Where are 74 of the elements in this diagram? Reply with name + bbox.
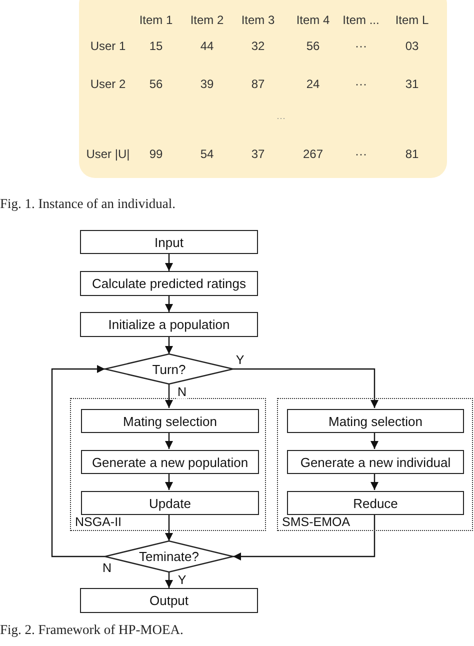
table-cell: 81 <box>405 147 419 161</box>
arrow <box>165 572 173 588</box>
group-label: NSGA-II <box>75 515 122 529</box>
column-header: Item 2 <box>190 13 224 27</box>
row-header: User |U| <box>86 147 130 161</box>
decision-text: Teminate? <box>139 549 199 564</box>
table-cell: 87 <box>251 77 265 91</box>
table-cell: 03 <box>405 39 419 53</box>
box-text: Generate a new population <box>92 454 248 470</box>
row-header: User 2 <box>90 77 126 91</box>
process-box <box>81 450 259 474</box>
arrow <box>165 296 173 312</box>
table-cell: ··· <box>355 39 367 53</box>
column-header: Item ... <box>342 13 380 27</box>
process-box <box>80 588 258 613</box>
arrow <box>233 368 378 408</box>
arrow <box>165 473 173 490</box>
box-text: Generate a new individual <box>300 454 451 470</box>
table-cell: 39 <box>200 77 214 91</box>
row-header: User 1 <box>90 39 126 53</box>
process-box <box>81 409 259 433</box>
edge-label: Y <box>234 354 246 366</box>
box-text: Mating selection <box>328 414 422 428</box>
table-cell: 56 <box>149 77 163 91</box>
ellipsis: ··· <box>276 113 286 123</box>
arrow <box>165 337 173 354</box>
process-box <box>80 230 258 254</box>
box-text: Mating selection <box>123 414 217 428</box>
dotted-group-frame <box>277 398 473 531</box>
table-cell: 44 <box>200 39 214 53</box>
table-cell: 37 <box>251 147 265 161</box>
table-cell: 31 <box>405 77 419 91</box>
process-box <box>287 450 464 474</box>
arrow <box>51 365 105 558</box>
column-header: Item 3 <box>241 13 275 27</box>
table-cell: 32 <box>251 39 265 53</box>
box-text: Update <box>149 496 191 510</box>
process-box <box>287 491 464 515</box>
table-panel <box>79 0 447 178</box>
edge-label: N <box>101 562 113 574</box>
arrow <box>165 432 173 449</box>
column-header: Item 1 <box>139 13 173 27</box>
column-header: Item L <box>395 13 429 27</box>
arrow <box>165 384 173 408</box>
box-text: Initialize a population <box>108 317 230 332</box>
dotted-group-frame <box>70 398 266 531</box>
process-box <box>81 491 259 515</box>
table-cell: 56 <box>306 39 320 53</box>
table-cell: 15 <box>149 39 163 53</box>
figure-caption: Fig. 1. Instance of an individual. <box>0 196 176 212</box>
arrow <box>233 514 376 560</box>
arrow <box>165 254 173 271</box>
process-box <box>80 271 258 296</box>
table-cell: ··· <box>355 77 367 91</box>
arrow <box>370 473 378 490</box>
column-header: Item 4 <box>296 13 330 27</box>
figure-caption: Fig. 2. Framework of HP-MOEA. <box>0 622 184 638</box>
table-cell: 54 <box>200 147 214 161</box>
table-cell: 267 <box>302 147 324 161</box>
box-text: Calculate predicted ratings <box>92 276 246 291</box>
table-cell: 99 <box>149 147 163 161</box>
decision-text: Turn? <box>152 362 186 376</box>
group-label: SMS-EMOA <box>282 515 350 529</box>
box-text: Input <box>154 234 184 250</box>
table-cell: 24 <box>306 77 320 91</box>
box-text: Reduce <box>353 496 398 510</box>
edge-label: N <box>176 386 188 398</box>
arrow <box>165 514 173 541</box>
process-box <box>80 312 258 337</box>
edge-label: Y <box>176 574 188 586</box>
box-text: Output <box>149 593 189 608</box>
table-cell: ··· <box>355 147 367 161</box>
arrow <box>370 432 378 449</box>
process-box <box>287 409 464 433</box>
